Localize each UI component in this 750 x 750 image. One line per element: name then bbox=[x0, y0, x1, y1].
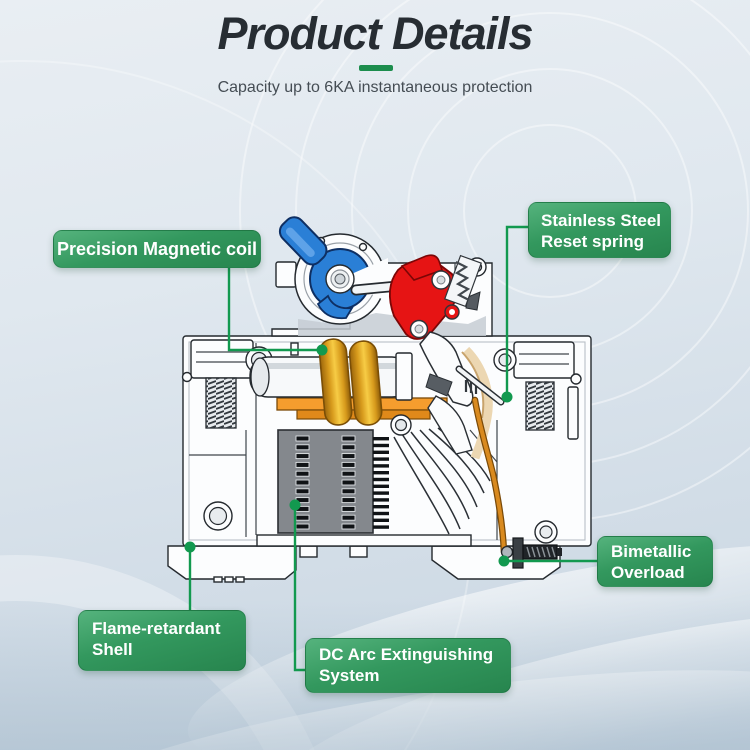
adjust-bolt bbox=[500, 537, 562, 569]
title-underline bbox=[359, 65, 393, 71]
connector-dc-arc bbox=[293, 505, 306, 672]
connector-magnetic-coil bbox=[227, 268, 322, 352]
callout-bimetallic-overload: Bimetallic Overload bbox=[597, 536, 713, 587]
reset-spring bbox=[444, 254, 482, 308]
connector-dot bbox=[316, 344, 328, 356]
callout-text: Precision Magnetic coil bbox=[56, 238, 258, 259]
right-terminal bbox=[493, 341, 582, 544]
magnetic-coil bbox=[249, 338, 448, 426]
connector-dot bbox=[184, 541, 196, 553]
arc-splitter-plates bbox=[295, 435, 356, 530]
callout-magnetic-coil: Precision Magnetic coil bbox=[53, 230, 261, 268]
callout-text: DC Arc Extinguishing bbox=[319, 645, 494, 664]
bimetal-strip bbox=[462, 346, 493, 460]
arc-runner-fan bbox=[393, 427, 491, 535]
page-title: Product Details bbox=[217, 8, 533, 59]
arc-chute bbox=[256, 414, 491, 547]
breaker-diagram bbox=[167, 216, 592, 583]
trip-mechanism bbox=[278, 216, 482, 455]
callout-reset-spring: Stainless Steel Reset spring bbox=[528, 202, 671, 258]
connector-dot bbox=[501, 391, 513, 403]
callout-text: System bbox=[319, 666, 380, 686]
callout-text: Reset spring bbox=[541, 232, 644, 252]
page-subtitle: Capacity up to 6KA instantaneous protect… bbox=[217, 79, 533, 96]
callout-text: Overload bbox=[611, 563, 685, 583]
bimetal-assembly bbox=[455, 346, 562, 569]
trip-lever bbox=[388, 254, 460, 340]
callout-text: Bimetallic bbox=[611, 542, 692, 561]
connector-reset-spring bbox=[505, 225, 528, 397]
callout-dc-arc: DC Arc Extinguishing System bbox=[305, 638, 511, 693]
arc-plate-comb bbox=[373, 437, 389, 529]
coil-winding bbox=[318, 338, 383, 426]
callout-flame-shell: Flame-retardant Shell bbox=[78, 610, 246, 671]
callout-text: Flame-retardant bbox=[92, 619, 221, 638]
callout-text: Shell bbox=[92, 640, 133, 660]
connector-dot bbox=[498, 555, 510, 567]
connector-dot bbox=[289, 499, 301, 511]
callout-text: Stainless Steel bbox=[541, 211, 662, 230]
